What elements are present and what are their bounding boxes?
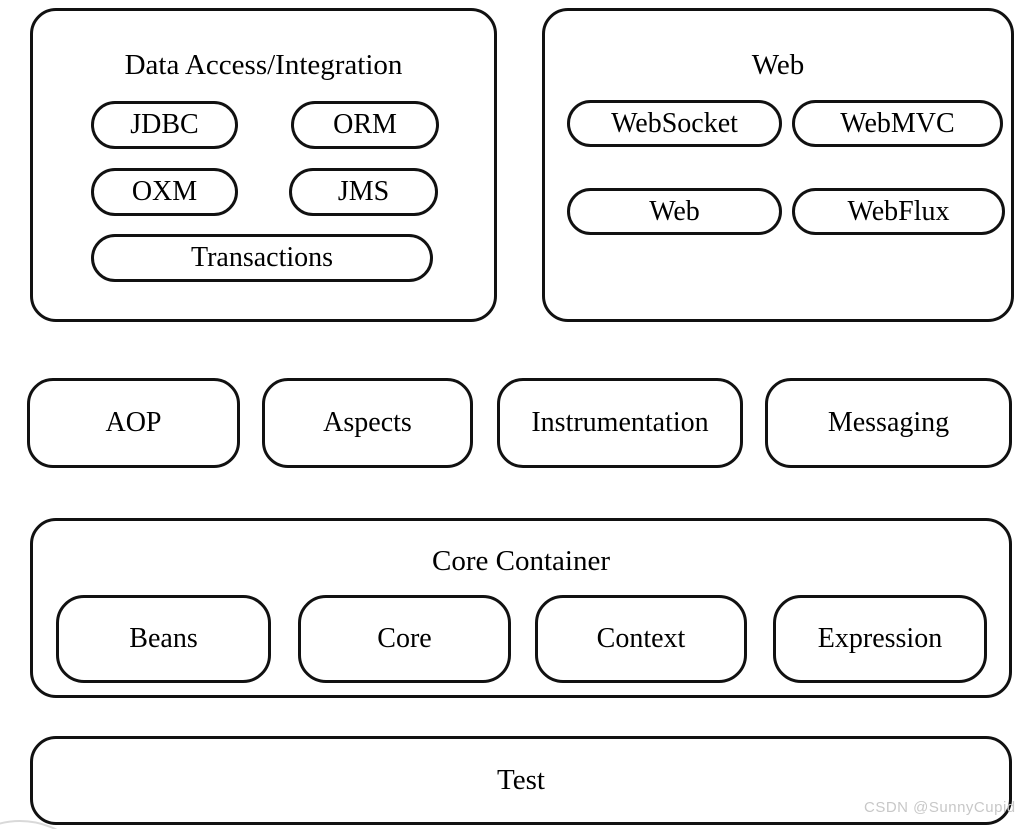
module-context: Context bbox=[535, 595, 747, 683]
data-access-integration-title: Data Access/Integration bbox=[124, 49, 403, 81]
module-webflux: WebFlux bbox=[792, 188, 1005, 235]
module-websocket: WebSocket bbox=[567, 100, 782, 147]
csdn-watermark: CSDN @SunnyCupid bbox=[864, 799, 1016, 816]
module-core: Core bbox=[298, 595, 511, 683]
module-beans: Beans bbox=[56, 595, 271, 683]
module-oxm: OXM bbox=[91, 168, 238, 216]
test-group-title: Test bbox=[497, 764, 545, 796]
module-aop: AOP bbox=[27, 378, 240, 468]
module-aspects: Aspects bbox=[262, 378, 473, 468]
module-webmvc: WebMVC bbox=[792, 100, 1003, 147]
core-container-title: Core Container bbox=[432, 545, 610, 577]
module-orm: ORM bbox=[291, 101, 439, 149]
data-access-integration-group: Data Access/Integration JDBC ORM OXM JMS… bbox=[30, 8, 497, 322]
module-jms: JMS bbox=[289, 168, 438, 216]
web-group-title: Web bbox=[751, 49, 805, 81]
module-transactions: Transactions bbox=[91, 234, 433, 282]
test-group: Test bbox=[30, 736, 1012, 825]
module-instrumentation: Instrumentation bbox=[497, 378, 743, 468]
module-jdbc: JDBC bbox=[91, 101, 238, 149]
module-expression: Expression bbox=[773, 595, 987, 683]
module-messaging: Messaging bbox=[765, 378, 1012, 468]
module-web: Web bbox=[567, 188, 782, 235]
core-container-group: Core Container Beans Core Context Expres… bbox=[30, 518, 1012, 698]
web-group: Web WebSocket WebMVC Web WebFlux bbox=[542, 8, 1014, 322]
